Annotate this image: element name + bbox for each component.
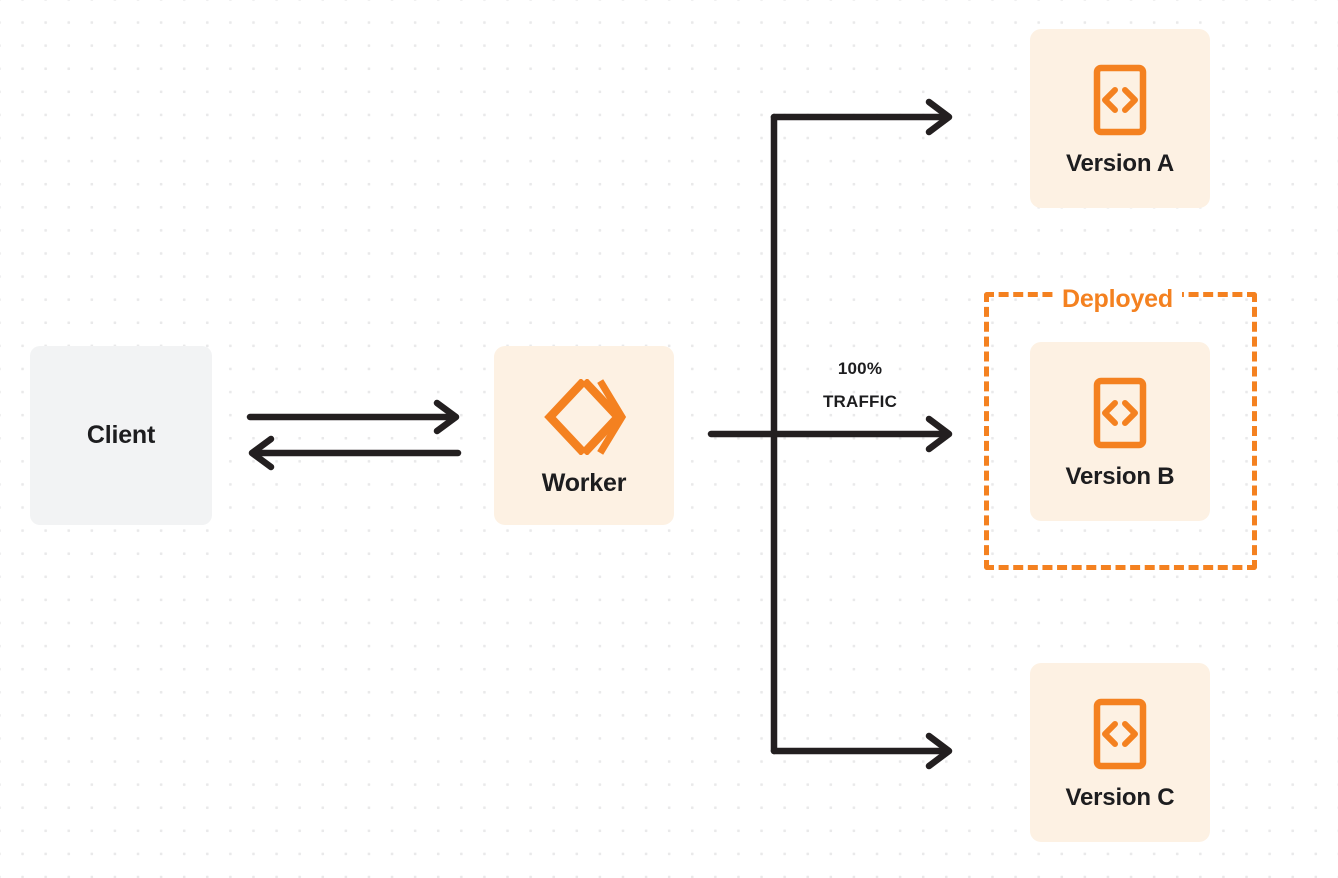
- edge-worker-to-version-a: [770, 98, 953, 136]
- node-client[interactable]: Client: [30, 346, 212, 525]
- traffic-label: 100% TRAFFIC: [790, 352, 930, 418]
- node-worker[interactable]: Worker: [494, 346, 674, 525]
- node-version-b[interactable]: Version B: [1030, 342, 1210, 521]
- edge-worker-to-version-c: [770, 732, 953, 770]
- edge-client-to-worker: [246, 399, 460, 435]
- traffic-caption: TRAFFIC: [822, 392, 898, 411]
- code-file-icon: [1093, 698, 1147, 770]
- edge-worker-to-client: [248, 435, 462, 471]
- code-file-icon: [1093, 377, 1147, 449]
- node-version-b-label: Version B: [1065, 462, 1175, 490]
- deployed-group-label: Deployed: [1053, 285, 1182, 313]
- code-file-icon: [1093, 64, 1147, 136]
- traffic-percent: 100%: [837, 359, 883, 378]
- edge-worker-to-version-b: [707, 415, 953, 453]
- node-client-label: Client: [86, 421, 156, 449]
- node-version-a[interactable]: Version A: [1030, 29, 1210, 208]
- cloudflare-workers-logo-icon: [541, 377, 627, 457]
- node-version-c-label: Version C: [1065, 783, 1175, 811]
- node-version-a-label: Version A: [1065, 149, 1175, 177]
- node-version-c[interactable]: Version C: [1030, 663, 1210, 842]
- node-worker-label: Worker: [541, 469, 627, 497]
